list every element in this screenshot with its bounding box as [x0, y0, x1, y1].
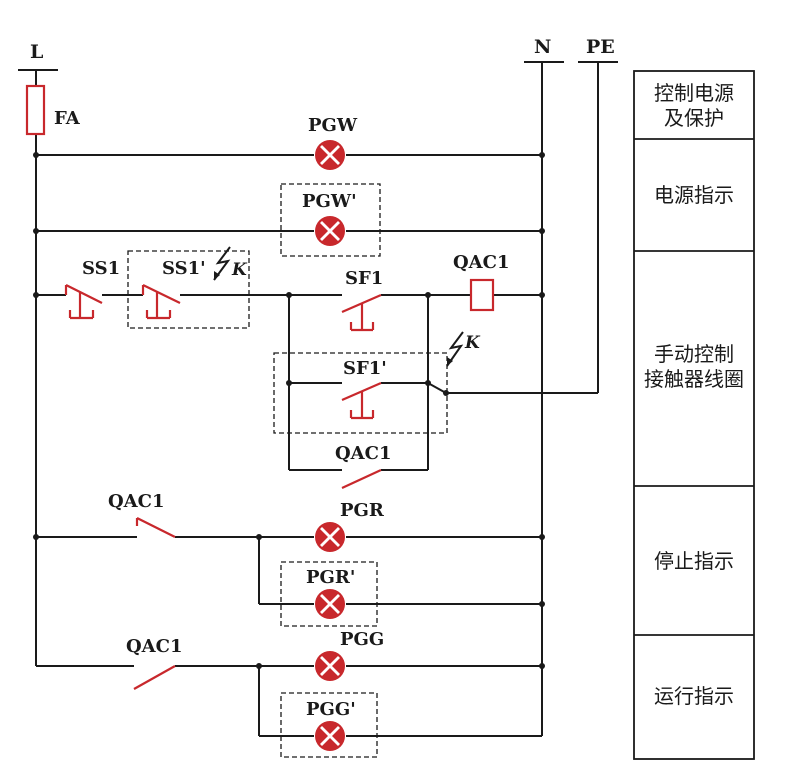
fuse-label: FA: [54, 108, 81, 129]
neutral-bus-label: N: [534, 36, 551, 58]
legend-control-power-line1: 控制电源: [654, 81, 734, 105]
no-contact-symbol: [133, 665, 176, 690]
junction-dot: [443, 390, 449, 396]
stop-button-symbol: [64, 284, 103, 320]
hold-contact-symbol: [341, 469, 382, 489]
legend-table: [633, 70, 755, 760]
remote-box-pgr: [280, 561, 378, 627]
lamp-icon: [315, 522, 345, 552]
bus-bars: [18, 61, 618, 666]
remote-mark-2: K: [464, 333, 481, 353]
run-indication-wires: [36, 665, 543, 737]
stop-button-remote-symbol: [141, 284, 181, 320]
legend-manual-coil-line1: 手动控制: [654, 342, 734, 366]
lamp-icon: [315, 721, 345, 751]
lamp-power-remote-label: PGW': [302, 191, 357, 212]
contactor-coil-label: QAC1: [453, 252, 510, 273]
legend-run-indication: 运行指示: [654, 684, 734, 708]
no-contact-label: QAC1: [126, 636, 183, 657]
lamp-run-label: PGG: [340, 629, 384, 650]
remote-signal-icon: [213, 246, 231, 281]
legend-stop-indication: 停止指示: [654, 549, 734, 573]
remote-box-pgw: [280, 183, 381, 257]
lamp-icon: [315, 140, 345, 170]
lamp-stop-label: PGR: [340, 500, 385, 521]
coil-rung-wires: [36, 294, 542, 471]
junction-dots: [33, 152, 545, 669]
remote-signal-icon: [446, 331, 464, 367]
legend-control-power-line2: 及保护: [664, 106, 724, 130]
lamp-run-remote-label: PGG': [306, 699, 356, 720]
nc-contact-label: QAC1: [108, 491, 165, 512]
line-bus-label: L: [30, 41, 43, 63]
start-button-label: SF1: [345, 268, 383, 289]
lamp-icon: [315, 589, 345, 619]
remote-box-pgg: [280, 692, 378, 758]
lamp-icon: [315, 651, 345, 681]
stop-indication-wires: [36, 536, 542, 605]
legend-manual-coil-line2: 接触器线圈: [644, 367, 744, 391]
start-button-remote-symbol: [341, 381, 382, 420]
start-button-symbol: [341, 293, 382, 332]
lamp-stop-remote-label: PGR': [306, 567, 355, 588]
remote-box-ss1: [127, 250, 250, 329]
start-button-remote-label: SF1': [343, 358, 387, 379]
fuse-symbol: [25, 84, 46, 136]
power-indication-rungs: [36, 154, 542, 232]
lamp-power-label: PGW: [308, 115, 358, 136]
nc-contact-symbol: [135, 517, 176, 538]
hold-contact-label: QAC1: [335, 443, 392, 464]
earth-bus-label: PE: [586, 36, 615, 58]
stop-button-remote-label: SS1': [162, 258, 206, 279]
legend-power-indication: 电源指示: [654, 183, 734, 207]
stop-button-label: SS1: [82, 258, 120, 279]
lamp-icon: [315, 216, 345, 246]
remote-mark-1: K: [231, 260, 248, 280]
contactor-coil-symbol: [469, 278, 495, 312]
